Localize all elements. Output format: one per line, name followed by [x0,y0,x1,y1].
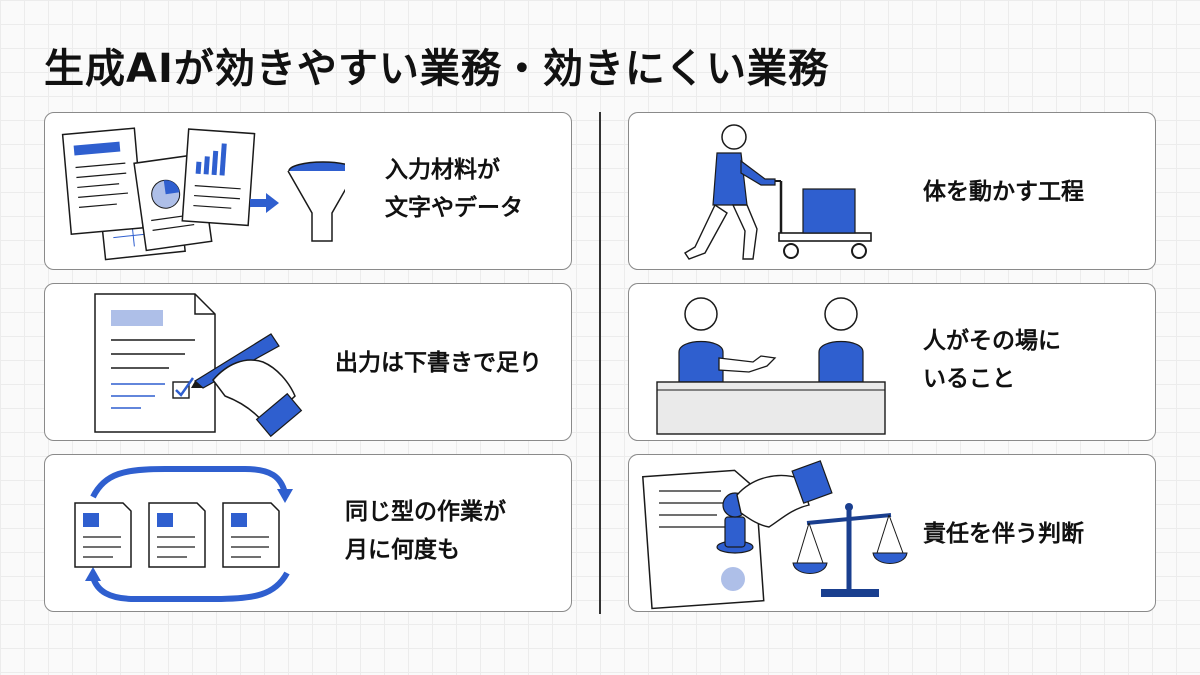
documents-funnel-illustration [61,127,345,261]
card-in-person-presence: 人がその場に いること [628,283,1156,441]
document-icon [148,502,206,568]
card-repeated-task: 同じ型の作業が 月に何度も [44,454,572,612]
card-label: 責任を伴う判断 [923,521,1084,547]
stamp-scale-illustration [642,460,908,610]
card-draft-output: 出力は下書きで足り [44,283,572,441]
card-label: 入力材料が 文字やデータ [385,157,523,221]
card-label: 人がその場に いること [923,328,1061,392]
person-cart-illustration [684,124,872,260]
card-label: 体を動かす工程 [923,179,1084,205]
card-physical-work: 体を動かす工程 [628,112,1156,270]
card-label: 同じ型の作業が 月に何度も [345,499,506,563]
document-icon [222,502,280,568]
card-responsible-judgment: 責任を伴う判断 [628,454,1156,612]
card-text-data-input: 入力材料が 文字やデータ [44,112,572,270]
card-label: 出力は下書きで足り [335,350,542,376]
page-title: 生成AIが効きやすい業務・効きにくい業務 [44,46,830,92]
counter-meeting-illustration [656,297,886,435]
center-divider [599,112,601,614]
repeat-cycle-illustration [74,466,293,602]
document-icon [74,502,132,568]
document-pen-illustration [94,293,303,438]
